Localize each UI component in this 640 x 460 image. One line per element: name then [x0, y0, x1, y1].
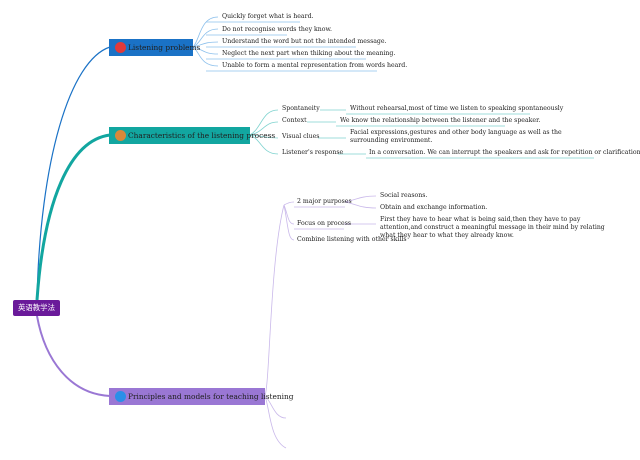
connector-b2-i3 [249, 134, 279, 139]
list-item[interactable]: Focus on process [297, 220, 352, 227]
connector-b3-i1-d2 [344, 201, 377, 209]
list-item[interactable]: Spontaneity [282, 105, 320, 112]
connector-b1-i2 [192, 28, 219, 48]
list-item[interactable]: Neglect the next part when thiking about… [222, 50, 396, 57]
branch-label: Listening problems [128, 43, 201, 52]
list-item[interactable]: Do not recognise words they know. [222, 26, 333, 33]
list-item[interactable]: Listener's response [282, 149, 344, 156]
red-circle-icon [115, 42, 126, 53]
list-item[interactable]: Unable to form a mental representation f… [222, 62, 408, 69]
connector-root-branch1 [36, 46, 111, 301]
connector-root-branch2 [35, 133, 111, 301]
list-item-detail[interactable]: We know the relationship between the lis… [340, 117, 541, 124]
connector-b3-empty2 [264, 395, 287, 449]
connector-b1-i5 [192, 46, 219, 67]
branch-listening-problems[interactable]: Listening problems [109, 39, 200, 56]
list-item-detail[interactable]: First they have to hear what is being sa… [380, 216, 605, 239]
connector-b1-i4 [192, 46, 219, 55]
connector-b2-i1 [249, 109, 279, 136]
list-item-detail[interactable]: In a conversation. We can interrupt the … [369, 149, 640, 156]
orange-circle-icon [115, 130, 126, 141]
list-item-detail[interactable]: Obtain and exchange information. [380, 204, 488, 211]
connector-b2-i2 [249, 121, 279, 136]
branch-label: Characteristics of the listening process [128, 131, 276, 140]
connector-b3-empty1 [264, 395, 287, 419]
list-item[interactable]: Context [282, 117, 307, 124]
connector-root-branch3 [36, 315, 111, 397]
connector-b1-i3 [192, 41, 219, 48]
connector-b2-i4 [249, 134, 279, 155]
branch-principles-models[interactable]: Principles and models for teaching liste… [109, 388, 293, 405]
blue-circle-icon [115, 391, 126, 402]
branch-characteristics[interactable]: Characteristics of the listening process [109, 127, 275, 144]
list-item-detail[interactable]: Facial expressions,gestures and other bo… [350, 129, 562, 144]
list-item[interactable]: Understand the word but not the intended… [222, 38, 387, 45]
connector-b3-i1-d1 [344, 195, 377, 203]
list-item[interactable]: 2 major purposes [297, 198, 352, 205]
connector-b3-i3 [283, 204, 295, 241]
list-item[interactable]: Combine listening with other skills [297, 236, 407, 243]
root-node[interactable]: 英语教学法 [13, 300, 60, 316]
connector-b3-main [264, 204, 285, 397]
list-item-detail[interactable]: Without rehearsal,most of time we listen… [350, 105, 564, 112]
branch-label: Principles and models for teaching liste… [128, 392, 294, 401]
connector-b3-i1 [283, 201, 295, 206]
list-item[interactable]: Quickly forget what is heard. [222, 13, 314, 20]
connector-b1-i1 [192, 16, 219, 48]
list-item-detail[interactable]: Social reasons. [380, 192, 428, 199]
list-item[interactable]: Visual clues [282, 133, 320, 140]
connector-b3-i2 [283, 204, 295, 225]
